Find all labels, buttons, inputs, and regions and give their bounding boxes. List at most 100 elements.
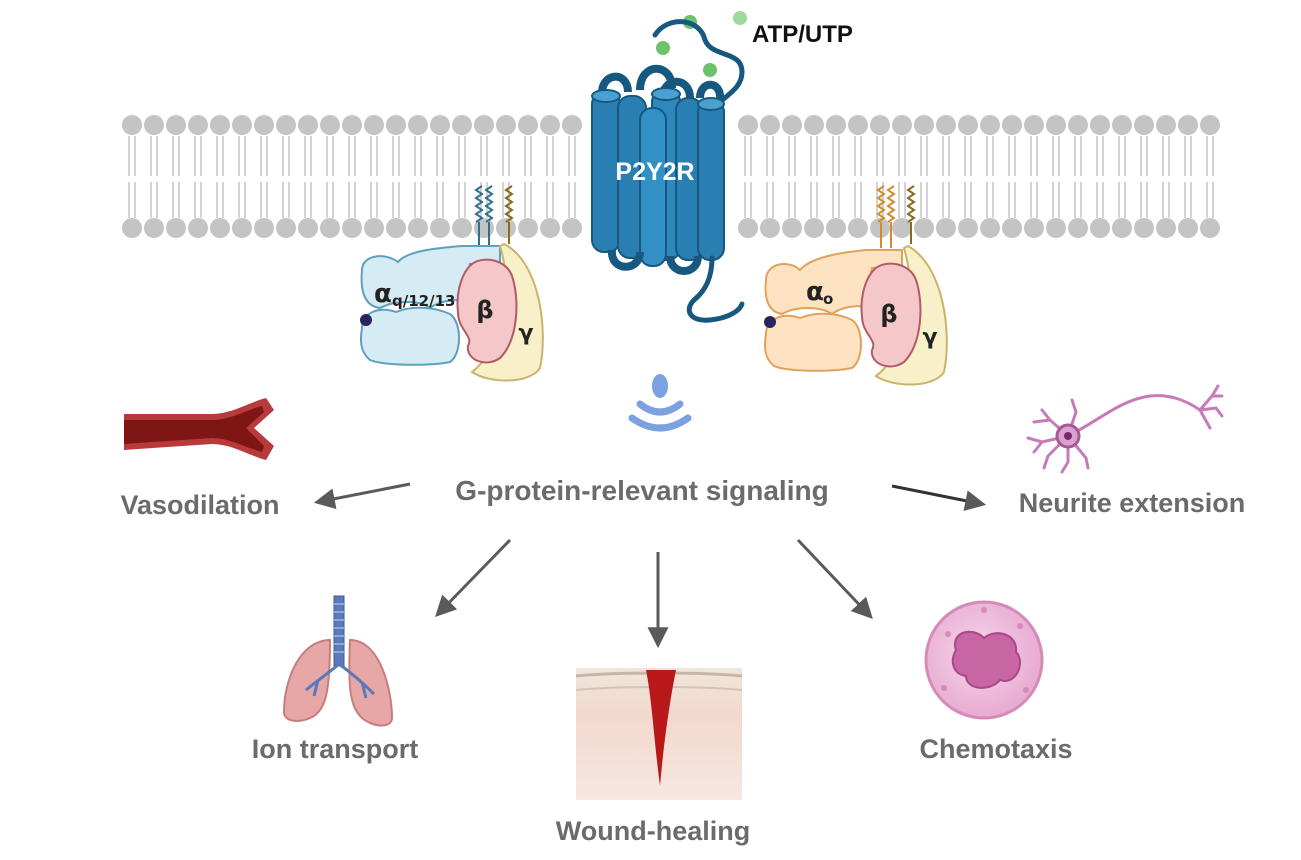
lipid-head (738, 218, 758, 238)
ligand-dot (733, 11, 747, 25)
lipid-head (518, 115, 538, 135)
chemotaxis-label: Chemotaxis (919, 734, 1072, 764)
neuron-icon (1026, 384, 1224, 474)
lipid-head (1046, 115, 1066, 135)
lipid-head (848, 115, 868, 135)
lipid-head (892, 218, 912, 238)
lipid-head (386, 115, 406, 135)
lipid-head (122, 115, 142, 135)
lipid-head (936, 115, 956, 135)
lipid-head (188, 218, 208, 238)
lipid-head (320, 218, 340, 238)
lipid-head (1068, 218, 1088, 238)
ligand-label: ATP/UTP (752, 21, 853, 48)
lipid-head (804, 115, 824, 135)
lipid-head (474, 115, 494, 135)
lipid-head (1200, 218, 1220, 238)
lipid-head (760, 115, 780, 135)
lipid-head (1112, 115, 1132, 135)
ligand-dot (656, 41, 670, 55)
lipid-head (540, 218, 560, 238)
lipid-head (166, 115, 186, 135)
gamma-label-right: γ (923, 325, 938, 350)
lipid-head (804, 218, 824, 238)
lipid-head (1002, 218, 1022, 238)
lipid-head (298, 115, 318, 135)
lipid-head (254, 218, 274, 238)
lipid-head (1156, 115, 1176, 135)
lungs-icon (282, 595, 394, 727)
neutrophil-cell-icon (924, 600, 1044, 720)
alpha-subscript-right: o (823, 290, 833, 308)
arrow-to-vasodilation (313, 482, 411, 510)
lipid-head (232, 218, 252, 238)
lipid-head (914, 115, 934, 135)
g-protein-left (360, 185, 544, 382)
beta-label-left: β (476, 296, 493, 324)
lipid-head (518, 218, 538, 238)
lipid-head (980, 218, 1000, 238)
lipid-head (914, 218, 934, 238)
lipid-head (210, 115, 230, 135)
lipid-head (1090, 218, 1110, 238)
lipid-head (144, 115, 164, 135)
neurite-extension-label: Neurite extension (1019, 488, 1246, 518)
wound-healing-label: Wound-healing (556, 816, 750, 846)
lipid-head (188, 115, 208, 135)
ion-transport-label: Ion transport (252, 734, 419, 764)
lipid-head (276, 218, 296, 238)
lipid-head (122, 218, 142, 238)
lipid-head (870, 115, 890, 135)
lipid-head (1134, 218, 1154, 238)
lipid-head (958, 115, 978, 135)
lipid-head (1112, 218, 1132, 238)
lipid-head (144, 218, 164, 238)
ligand-dot (703, 63, 717, 77)
lipid-head (254, 115, 274, 135)
lipid-head (1090, 115, 1110, 135)
lipid-head (738, 115, 758, 135)
lipid-head (848, 218, 868, 238)
lipid-head (980, 115, 1000, 135)
lipid-head (1024, 115, 1044, 135)
alpha-subscript-left: q/12/13 (392, 292, 455, 310)
blood-vessel-icon (124, 398, 274, 460)
lipid-head (342, 218, 362, 238)
vasodilation-label: Vasodilation (120, 490, 279, 520)
lipid-head (936, 218, 956, 238)
cell-membrane (122, 115, 1220, 238)
lipid-head (1002, 115, 1022, 135)
g-protein-right (764, 185, 948, 386)
lipid-head (496, 115, 516, 135)
wifi-signal-icon (628, 374, 692, 432)
lipid-head (760, 218, 780, 238)
lipid-head (430, 115, 450, 135)
lipid-head (408, 115, 428, 135)
lipid-head (782, 218, 802, 238)
outcome-arrows (313, 482, 987, 649)
wound-tissue-icon (575, 668, 743, 800)
lipid-head (1178, 218, 1198, 238)
lipid-head (166, 218, 186, 238)
lipid-head (1134, 115, 1154, 135)
lipid-head (826, 115, 846, 135)
lipid-head (562, 218, 582, 238)
lipid-head (1046, 218, 1066, 238)
lipid-head (452, 218, 472, 238)
lipid-head (320, 115, 340, 135)
arrow-to-chemotaxis (796, 538, 873, 620)
receptor-label: P2Y2R (615, 158, 694, 186)
lipid-head (364, 218, 384, 238)
lipid-head (1068, 115, 1088, 135)
lipid-head (298, 218, 318, 238)
lipid-head (276, 115, 296, 135)
lipid-head (1178, 115, 1198, 135)
lipid-head (782, 115, 802, 135)
lipid-head (430, 218, 450, 238)
lipid-head (342, 115, 362, 135)
lipid-head (1156, 218, 1176, 238)
arrow-to-ion-transport (435, 538, 512, 618)
lipid-head (452, 115, 472, 135)
center-signaling-label: G-protein-relevant signaling (455, 475, 828, 506)
